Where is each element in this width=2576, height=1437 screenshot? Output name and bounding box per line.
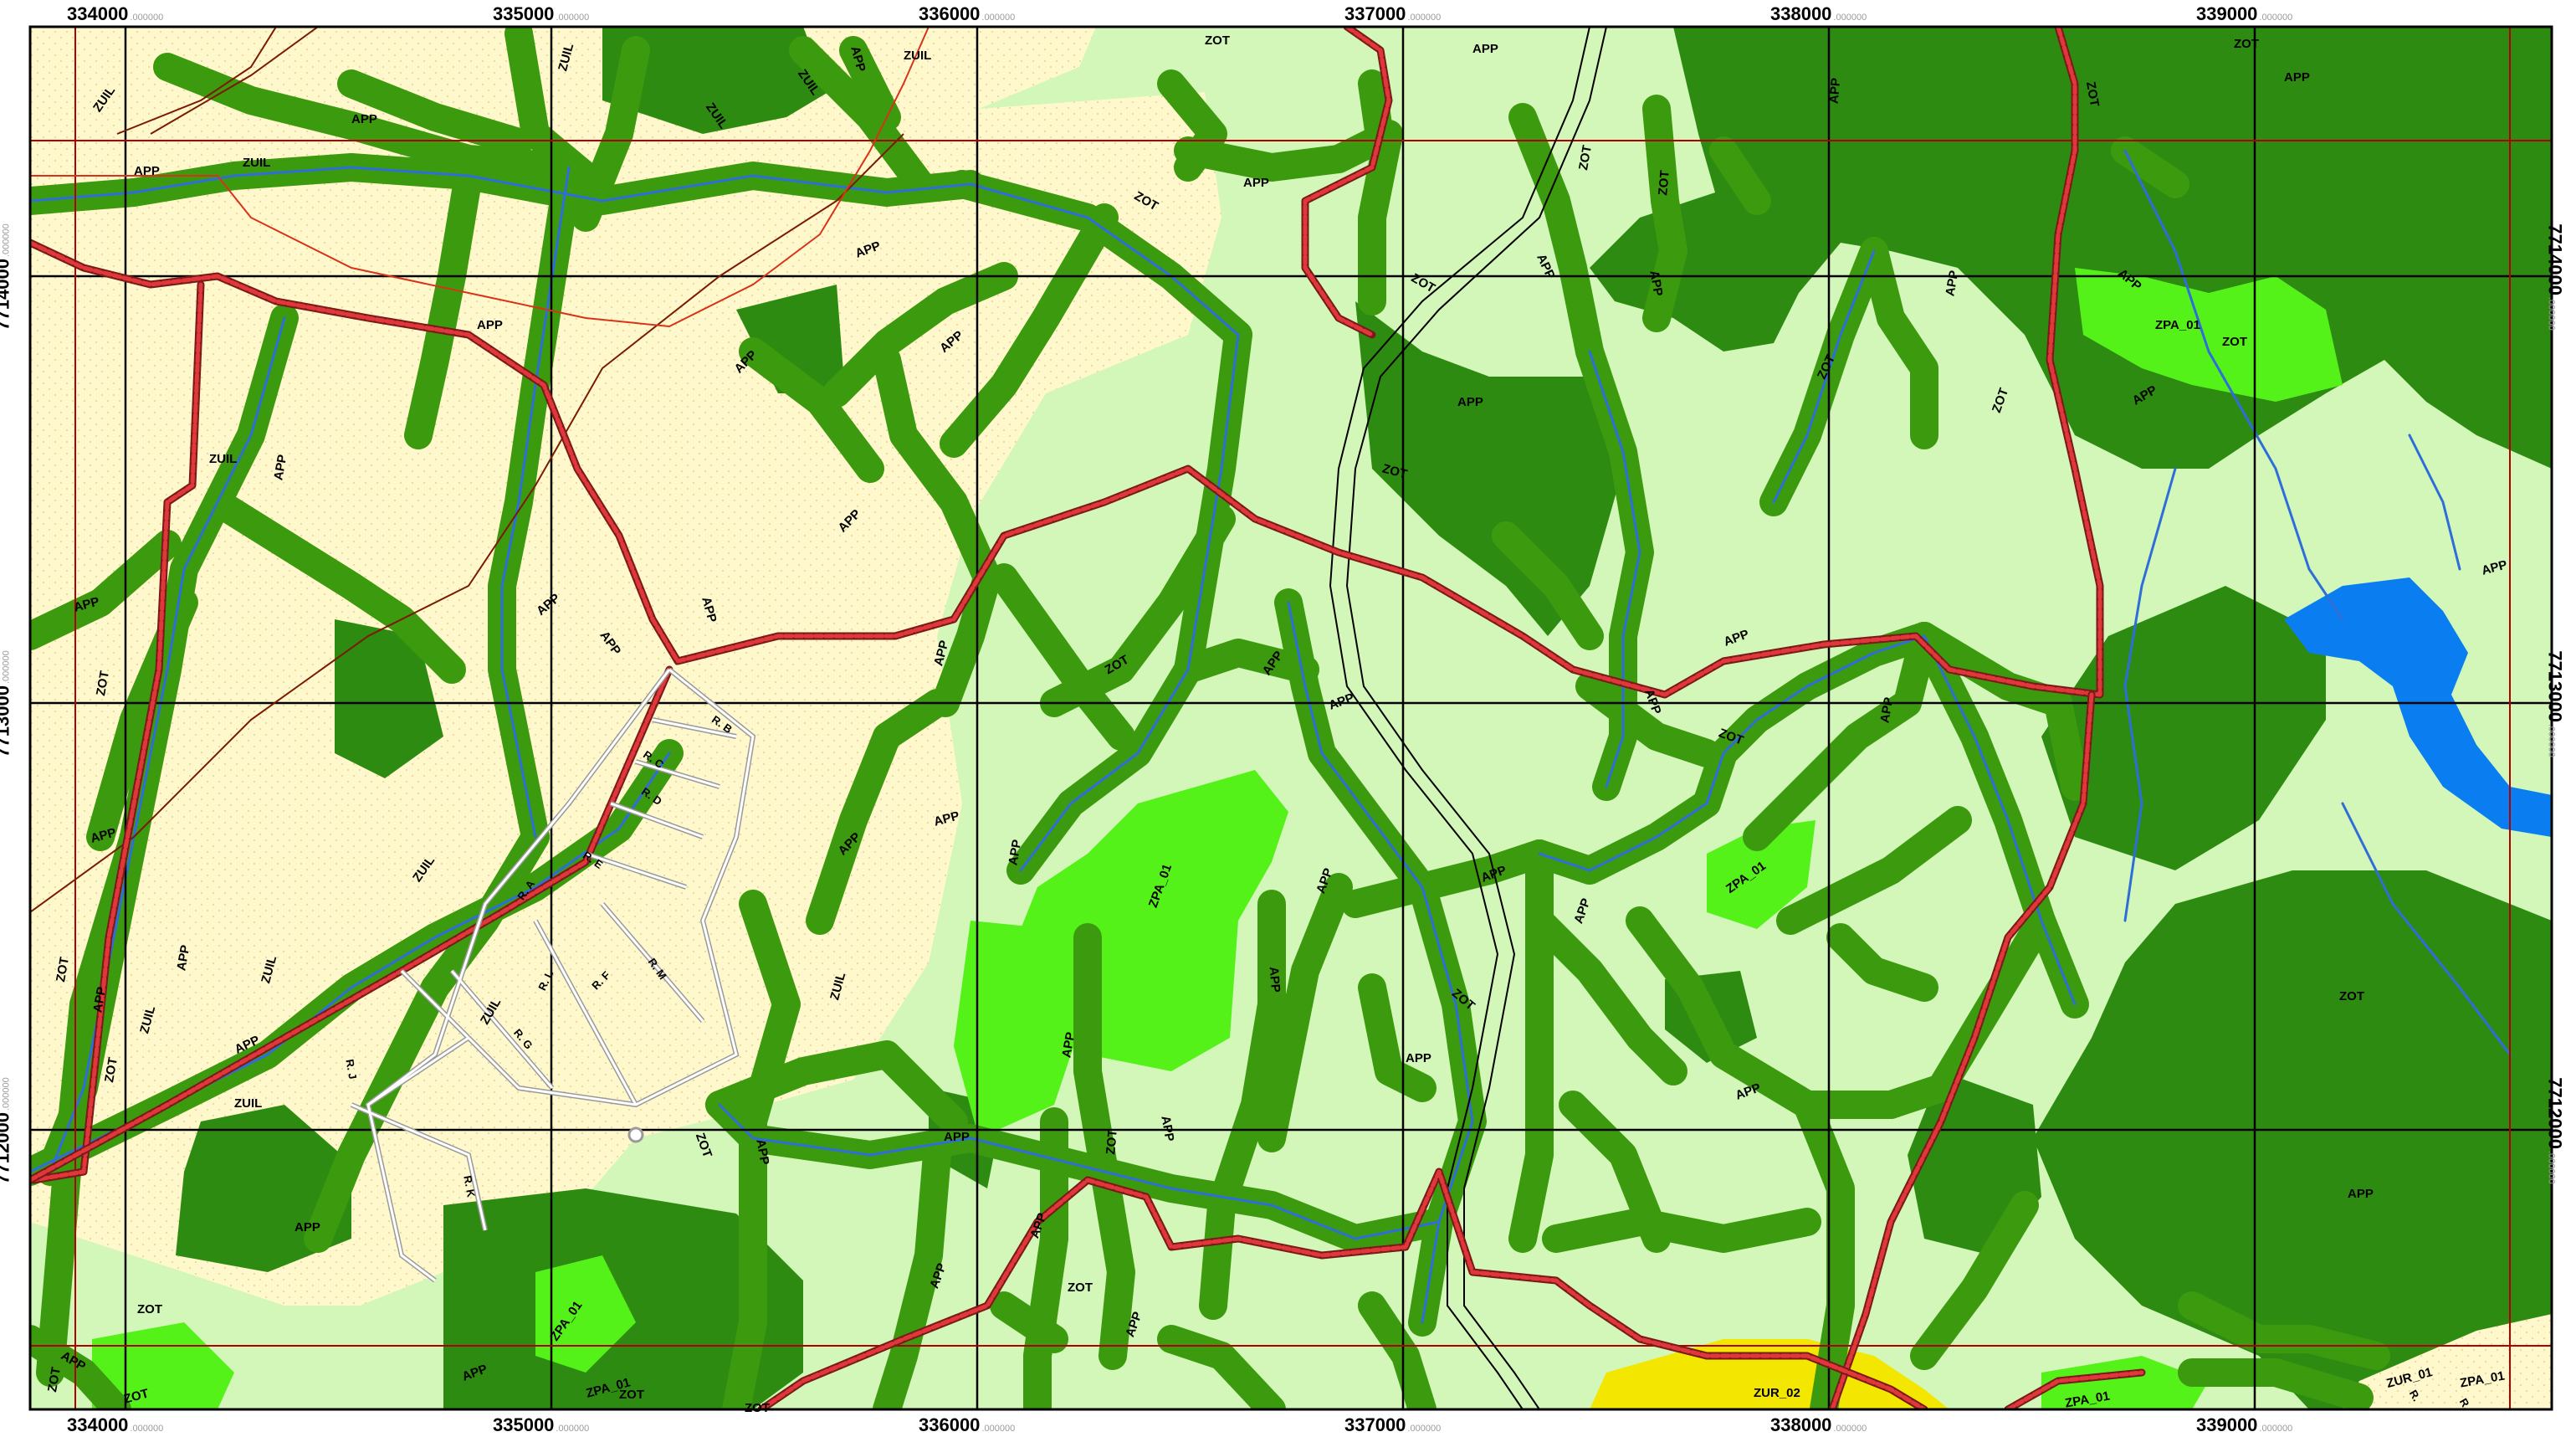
zone-label-zot: ZOT xyxy=(137,1302,162,1316)
zone-label-zot: ZOT xyxy=(2222,335,2247,349)
x-tick-bottom-4: 338000.000000 xyxy=(1770,1414,1867,1435)
y-tick-right-2: 7712000.000000 xyxy=(2544,1077,2566,1184)
zone-label-zot: ZOT xyxy=(619,1388,644,1402)
zone-label-app: APP xyxy=(351,112,377,126)
zone-label-zot: ZOT xyxy=(2339,989,2364,1003)
zur-01-zone xyxy=(2343,1314,2552,1409)
map-frame-border xyxy=(28,25,2553,1411)
km-grid xyxy=(30,27,2552,1409)
x-tick-top-4: 338000.000000 xyxy=(1770,3,1867,24)
zone-label-app: APP xyxy=(477,318,503,332)
zone-label-zur-02: ZUR_02 xyxy=(1754,1386,1800,1400)
zone-label-zot: ZOT xyxy=(1068,1280,1093,1295)
zone-label-app: APP xyxy=(944,1130,970,1144)
zone-label-zot: ZOT xyxy=(2234,37,2259,51)
powerline-marked xyxy=(30,27,930,328)
x-tick-bottom-2: 336000.000000 xyxy=(919,1414,1016,1435)
streams xyxy=(30,149,2512,1324)
y-tick-right-0: 7714000.000000 xyxy=(2544,223,2566,331)
zone-label-app: APP xyxy=(134,164,160,178)
x-tick-top-5: 339000.000000 xyxy=(2196,3,2293,24)
zur-02-zone xyxy=(1590,1339,1949,1409)
zone-label-app: APP xyxy=(1457,395,1483,409)
zone-label-zot: ZOT xyxy=(1104,1128,1120,1156)
cul-de-sac xyxy=(627,1127,644,1143)
y-tick-left-1: 7713000.000000 xyxy=(0,650,13,757)
y-tick-left-0: 7714000.000000 xyxy=(0,223,13,331)
zone-label-app: APP xyxy=(1243,176,1269,190)
x-tick-top-3: 337000.000000 xyxy=(1344,3,1442,24)
powerlines xyxy=(30,27,904,913)
x-tick-bottom-3: 337000.000000 xyxy=(1344,1414,1442,1435)
zone-label-zot: ZOT xyxy=(1656,169,1672,197)
zone-label-app: APP xyxy=(2284,70,2310,85)
x-tick-bottom-1: 335000.000000 xyxy=(493,1414,590,1435)
zone-label-zot: ZOT xyxy=(1205,33,1230,48)
zone-label-app: APP xyxy=(1826,77,1844,105)
zone-label-app: APP xyxy=(1472,42,1498,56)
zone-label-zuil: ZUIL xyxy=(234,1096,263,1111)
y-tick-right-1: 7713000.000000 xyxy=(2544,650,2566,757)
x-tick-top-2: 336000.000000 xyxy=(919,3,1016,24)
lake xyxy=(2284,577,2552,837)
zone-label-zpa: ZPA_01 xyxy=(2155,318,2200,332)
y-tick-left-2: 7712000.000000 xyxy=(0,1077,13,1184)
street-network-inner xyxy=(351,668,755,1282)
sheet-grid xyxy=(30,27,2552,1409)
zone-label-app: APP xyxy=(1266,966,1283,993)
zone-label-app: APP xyxy=(1406,1051,1431,1065)
zone-label-app: APP xyxy=(294,1220,320,1234)
zone-label-zuil: ZUIL xyxy=(904,49,932,63)
x-tick-bottom-0: 334000.000000 xyxy=(67,1414,164,1435)
x-tick-top-1: 335000.000000 xyxy=(493,3,590,24)
zuil-zone xyxy=(30,27,1221,1306)
zone-label-zot: ZOT xyxy=(745,1401,770,1415)
zone-label-zuil: ZUIL xyxy=(243,156,271,170)
x-tick-bottom-5: 339000.000000 xyxy=(2196,1414,2293,1435)
zone-label-zuil: ZUIL xyxy=(209,452,238,466)
x-tick-top-0: 334000.000000 xyxy=(67,3,164,24)
zone-label-app: APP xyxy=(2348,1187,2374,1201)
